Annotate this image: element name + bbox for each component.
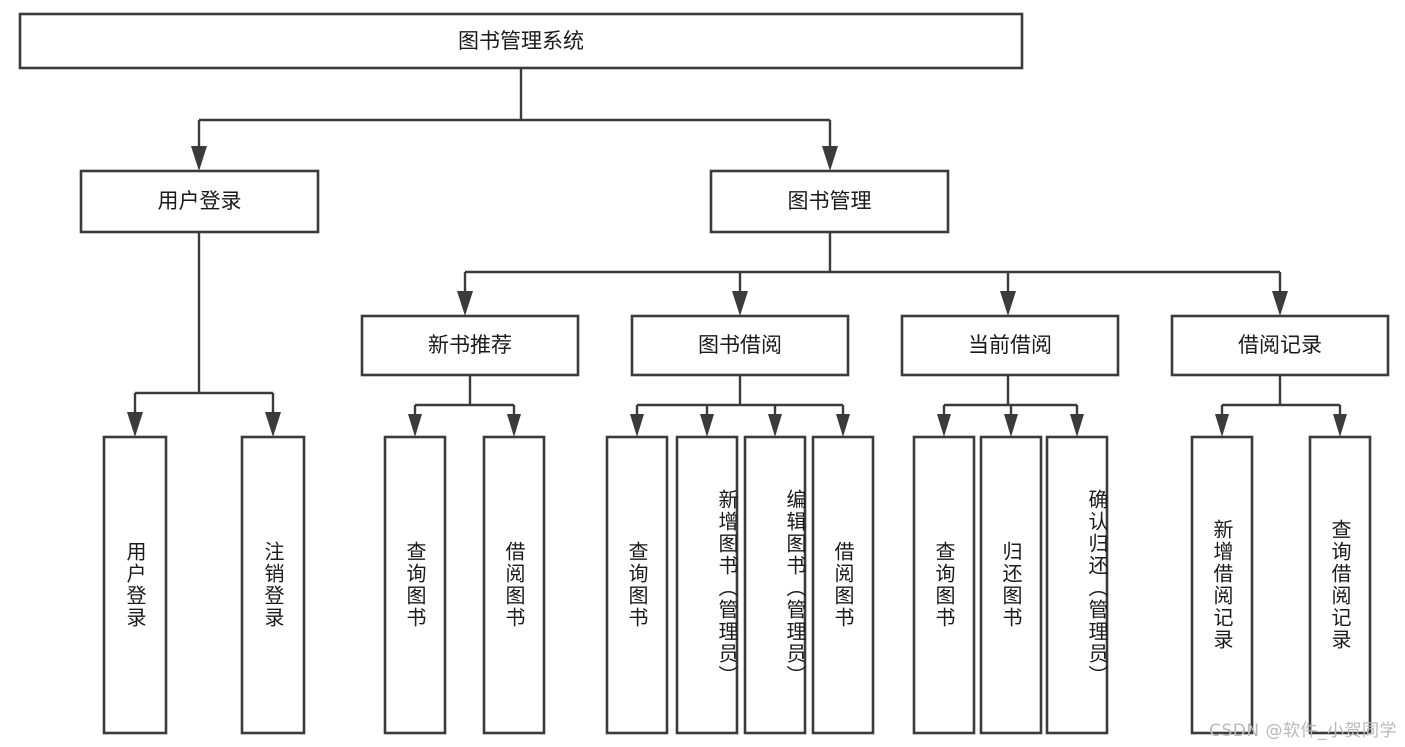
arrow-root-to-book-mgmt: [822, 146, 838, 171]
node-level3-3-label: 借阅记录: [1238, 333, 1322, 357]
node-leaf-3-box[interactable]: [482, 435, 546, 735]
arrow-newbook-to-leaf1: [408, 414, 422, 437]
node-leaf-12-box[interactable]: [1308, 435, 1372, 735]
connector-group-borrow: [630, 375, 850, 437]
arrow-userlogin-to-leaf2: [265, 412, 281, 437]
arrow-userlogin-to-leaf1: [127, 412, 143, 437]
node-level2-0-box[interactable]: [79, 169, 320, 234]
node-leaf-0-box[interactable]: [102, 435, 168, 735]
arrow-current-to-leaf2: [1004, 414, 1018, 437]
node-level3-3-box[interactable]: [1170, 314, 1390, 377]
node-leaf-11-box[interactable]: [1190, 435, 1254, 735]
arrow-bookmgmt-to-current: [1000, 291, 1016, 316]
arrow-root-to-user-login: [191, 146, 207, 171]
node-level3-1-label: 图书借阅: [698, 333, 782, 357]
arrow-borrow-to-leaf2: [700, 414, 714, 437]
arrow-newbook-to-leaf2: [507, 414, 521, 437]
node-leaf-6-box[interactable]: [743, 435, 807, 735]
connector-group-book-mgmt: [457, 232, 1288, 316]
arrow-borrow-to-leaf4: [836, 414, 850, 437]
node-leaf-1-box[interactable]: [240, 435, 306, 735]
node-leaf-5-box[interactable]: [675, 435, 739, 735]
arrow-bookmgmt-to-borrow: [732, 291, 748, 316]
node-root-box[interactable]: [18, 12, 1024, 70]
arrow-borrow-to-leaf3: [768, 414, 782, 437]
connector-group-root: [191, 68, 838, 171]
node-level3-2-label: 当前借阅: [968, 333, 1052, 357]
node-level2-1-box[interactable]: [709, 169, 950, 234]
node-root-label: 图书管理系统: [458, 29, 584, 53]
node-level3-2-box[interactable]: [900, 314, 1120, 377]
node-level2-1-label: 图书管理: [788, 189, 872, 213]
csdn-watermark: CSDN @软件_小贺同学: [1209, 721, 1397, 741]
arrow-records-to-leaf1: [1215, 414, 1229, 437]
node-leaf-7-box[interactable]: [811, 435, 875, 735]
connector-group-newbook: [408, 375, 521, 437]
node-leaf-8-box[interactable]: [912, 435, 976, 735]
arrow-records-to-leaf2: [1333, 414, 1347, 437]
connector-group-user-login: [127, 232, 281, 437]
node-level3-0-box[interactable]: [360, 314, 580, 377]
arrow-current-to-leaf1: [937, 414, 951, 437]
node-level3-0-label: 新书推荐: [428, 333, 512, 357]
arrow-bookmgmt-to-newbook: [457, 291, 473, 316]
node-leaf-2-box[interactable]: [383, 435, 447, 735]
node-leaf-4-box[interactable]: [605, 435, 669, 735]
arrow-bookmgmt-to-records: [1272, 291, 1288, 316]
connector-group-current: [937, 375, 1084, 437]
arrow-current-to-leaf3: [1070, 414, 1084, 437]
node-level2-0-label: 用户登录: [158, 189, 242, 213]
node-leaf-10-box[interactable]: [1045, 435, 1109, 735]
connector-group-records: [1215, 375, 1347, 437]
node-level3-1-box[interactable]: [630, 314, 850, 377]
node-leaf-9-box[interactable]: [979, 435, 1043, 735]
arrow-borrow-to-leaf1: [630, 414, 644, 437]
